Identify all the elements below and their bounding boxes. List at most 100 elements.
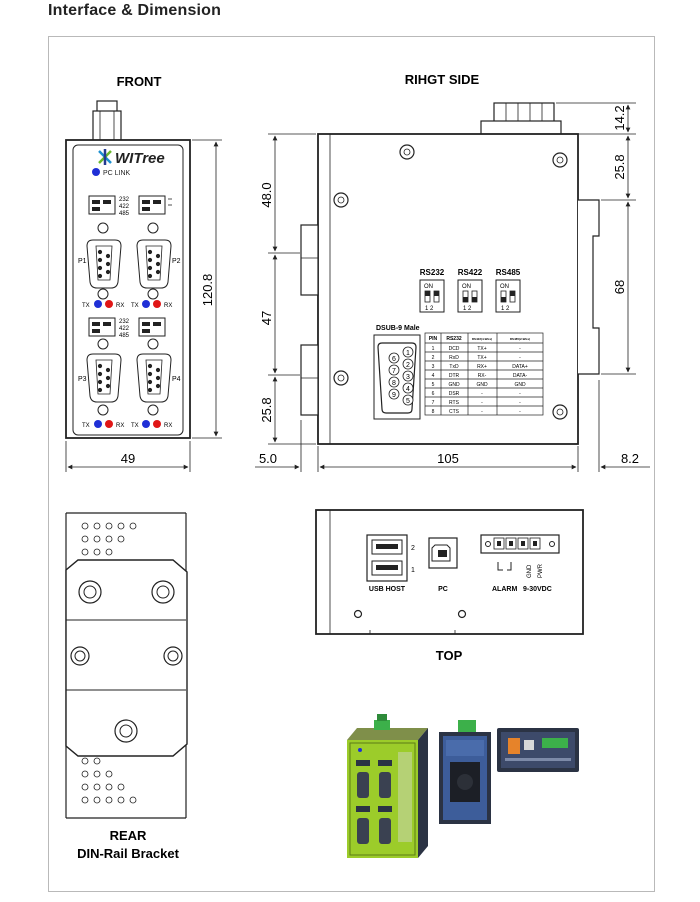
pin-label-8: 8 [392, 380, 396, 387]
dip-block-p4 [138, 317, 166, 337]
db9-port-p2 [136, 222, 172, 300]
rear-view-sublabel: DIN-Rail Bracket [77, 846, 180, 861]
pin-table-cell: 5 [432, 382, 435, 388]
pc-link-label: PC LINK [103, 170, 131, 177]
pin-table-cell: - [481, 391, 483, 397]
usb-port-label-1: 1 [411, 567, 415, 574]
pin-label-6: 6 [392, 356, 396, 363]
dip-mode-485-lower: 485 [119, 333, 130, 339]
dim-side-mid: 47 [259, 311, 274, 325]
db9-port-p4 [136, 338, 172, 416]
dim-rail-top: 25.8 [612, 154, 627, 179]
dim-front-width: 49 [121, 451, 135, 466]
dip-mode-422-lower: 422 [119, 326, 130, 332]
pin-table-header-pin: PIN [429, 336, 438, 342]
pin-table-cell: TX+ [477, 346, 486, 352]
product-photo-top [497, 728, 579, 772]
pin-label-3: 3 [406, 374, 410, 381]
top-panel [315, 509, 584, 635]
pin-table-cell: GND [514, 382, 526, 388]
tx-led-p1 [94, 300, 102, 308]
pin-table-cell: RX- [478, 373, 487, 379]
side-dimensions-bottom [255, 380, 650, 472]
pin-label-2: 2 [406, 362, 410, 369]
rx-led-p4 [153, 420, 161, 428]
rear-panel [65, 512, 188, 819]
witree-logo: WITree [98, 149, 165, 167]
pin-label-5: 5 [406, 398, 410, 405]
dip-on-rs422: ON [462, 284, 471, 290]
rx-label-p1: RX [116, 303, 124, 309]
dim-rail-height: 68 [612, 280, 627, 294]
page-title: Interface & Dimension [48, 2, 222, 19]
pin-label-7: 7 [392, 368, 396, 375]
dip-nums-rs422: 1 2 [463, 306, 472, 312]
pin-table-cell: 6 [432, 391, 435, 397]
dip-nums-rs485: 1 2 [501, 306, 510, 312]
rx-led-p2 [153, 300, 161, 308]
front-panel [65, 100, 191, 439]
led-row-lower: TX RX TX RX [82, 420, 172, 429]
tx-led-p2 [142, 300, 150, 308]
dim-terminal-height: 14.2 [612, 105, 627, 130]
dim-side-length: 105 [437, 451, 459, 466]
dip-block-p1: 232 422 485 [88, 195, 130, 217]
port-label-p3: P3 [78, 376, 87, 383]
pin-table-cell: - [519, 400, 521, 406]
pin-table-cell: GND [476, 382, 488, 388]
rear-vent-holes-bottom [81, 757, 137, 804]
tx-label-p2: TX [131, 303, 139, 309]
pin-table-cell: - [481, 409, 483, 415]
drawing-frame [48, 36, 655, 892]
pin-label-1: 1 [406, 350, 410, 357]
dip-block-p3: 232 422 485 [88, 317, 130, 339]
dsub-title: DSUB-9 Male [376, 325, 420, 332]
pin-table-cell: 1 [432, 346, 435, 352]
pin-table-cell: DTR [449, 373, 460, 379]
pin-table-cell: DSR [449, 391, 460, 397]
pin-table-header-rs232: RS232 [446, 336, 462, 342]
side-dip-rs232: RS232 ON 1 2 [419, 268, 445, 313]
port-label-p2: P2 [172, 258, 181, 265]
pin-table-cell: 4 [432, 373, 435, 379]
side-dip-rs485: RS485 ON 1 2 [495, 268, 521, 313]
dip-block-p2 [138, 195, 172, 215]
pc-link-led [92, 168, 100, 176]
dip-on-rs485: ON [500, 284, 509, 290]
pin-table-cell: 8 [432, 409, 435, 415]
pin-table-cell: RX+ [477, 364, 487, 370]
pc-port-label: PC [438, 586, 448, 593]
pin-table-header-rs422: RS422(4-Wire) [472, 337, 492, 341]
tx-label-p1: TX [82, 303, 90, 309]
pin-table-cell: DCD [449, 346, 460, 352]
port-label-p1: P1 [78, 258, 87, 265]
alarm-label: ALARM [492, 586, 517, 593]
side-dimensions-left [268, 133, 316, 445]
pin-table-cell: RxD [449, 355, 459, 361]
pin-table: PIN RS232 RS422(4-Wire) RS485(2-Wire) 1 … [424, 332, 544, 416]
tx-label-p3: TX [82, 423, 90, 429]
front-view-label: FRONT [117, 74, 162, 89]
pin-table-cell: - [519, 355, 521, 361]
rx-label-p3: RX [116, 423, 124, 429]
usb-host-label: USB HOST [369, 586, 406, 593]
rx-label-p2: RX [164, 303, 172, 309]
led-row-upper: TX RX TX RX [82, 300, 172, 309]
pin-table-cell: - [519, 346, 521, 352]
usb-host-ports [366, 534, 408, 582]
db9-port-p3 [86, 338, 122, 416]
dip-label-rs485: RS485 [496, 268, 521, 277]
tx-label-p4: TX [131, 423, 139, 429]
pin-table-cell: - [519, 409, 521, 415]
pin-table-cell: - [481, 400, 483, 406]
front-dimensions [65, 139, 222, 472]
db9-port-p1 [86, 222, 122, 300]
product-photo-front-iso [347, 714, 428, 858]
side-dip-rs422: RS422 ON 1 2 [457, 268, 483, 313]
pin-table-cell: 3 [432, 364, 435, 370]
tx-led-p4 [142, 420, 150, 428]
product-photo-side [439, 720, 491, 824]
pin-table-cell: 7 [432, 400, 435, 406]
brand-name: WITree [115, 150, 165, 167]
